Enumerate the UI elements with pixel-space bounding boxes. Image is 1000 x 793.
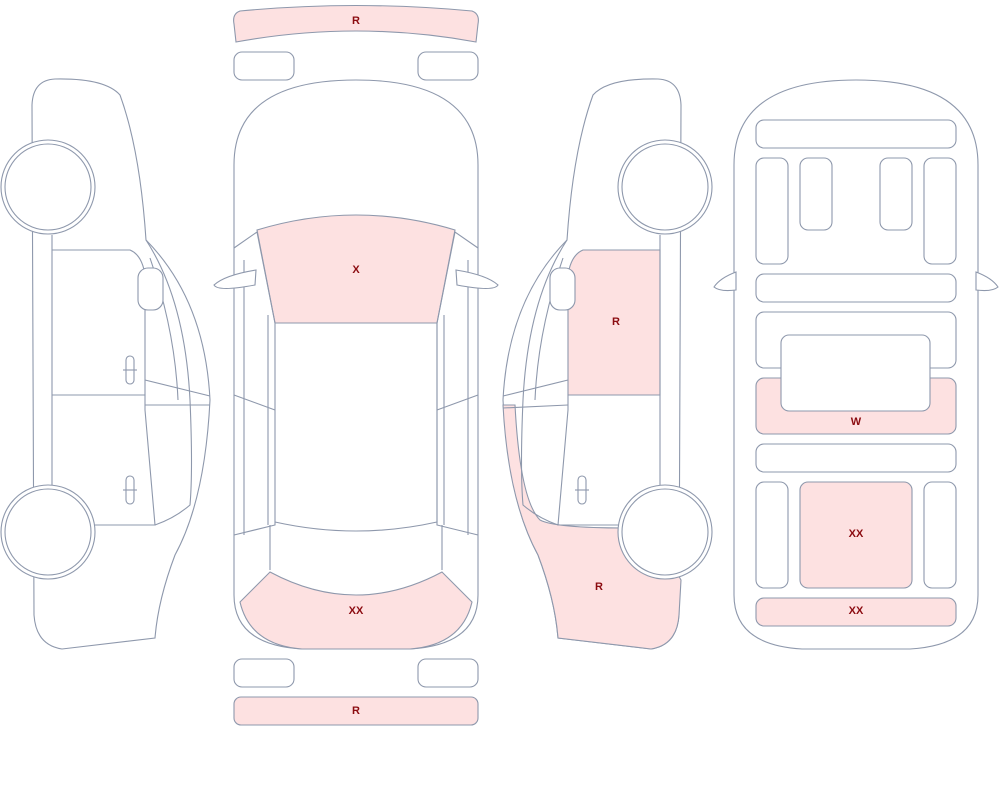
right-rear-door-outline [557,394,660,526]
right-front-wheel-inner [621,143,709,231]
interior-trunk-label: XX [849,605,864,617]
driver-seat [799,157,833,231]
left-mirror [137,267,164,311]
right-front-wheel-outer [617,139,713,235]
right-rear-quarter-label: R [595,581,603,593]
rear-deck-line [269,525,443,570]
interior-floor-label: XX [849,528,864,540]
right-rear-wheel-inner [621,488,709,576]
right-front-door-label: R [612,316,620,328]
interior-floor-zone[interactable] [799,481,913,589]
rear-window-label: XX [349,605,364,617]
right-b-pillar [436,394,479,411]
rear-bumper-label: R [352,705,360,717]
rear-seat-label: W [851,416,862,428]
dashboard [755,119,957,149]
rear-headrest-panel [780,334,931,412]
right-mirror-line-2 [502,404,569,409]
rear-shelf [755,443,957,473]
front-right-headlight [417,51,479,81]
top-right-mirror [455,269,499,290]
front-left-headlight [233,51,295,81]
center-console [755,273,957,303]
rear-left-taillight [233,658,295,688]
front-bumper-label: R [352,15,360,27]
front-right-door-panel [923,157,957,265]
rear-bumper-zone[interactable] [233,696,479,726]
interior-view: W XX XX [713,79,999,650]
left-mirror-line-1 [144,379,211,397]
right-rear-wheel-outer [617,484,713,580]
left-rear-door-outline [52,394,156,526]
rear-right-taillight [417,658,479,688]
left-front-wheel-inner [4,143,92,231]
right-windshield-curve [520,239,568,526]
left-side-view [0,78,211,650]
windshield-zone[interactable] [256,214,456,324]
right-mirror [549,267,576,311]
left-rear-wheel-inner [4,488,92,576]
rear-left-trim [755,481,789,589]
front-left-door-panel [755,157,789,265]
right-side-view: R R [502,78,713,650]
interior-right-mirror [975,271,999,292]
left-windshield-curve [145,239,193,526]
top-body-outline [233,79,479,650]
passenger-seat [879,157,913,231]
windshield-label: X [352,264,360,276]
front-bumper-zone[interactable] [233,4,479,43]
left-front-wheel-outer [0,139,96,235]
rear-window-zone[interactable] [239,571,473,650]
roof-panel [274,322,438,532]
top-view: R X XX R [213,4,499,726]
rear-right-trim [923,481,957,589]
left-b-pillar [233,394,276,411]
top-left-mirror [213,269,257,290]
left-rear-wheel-outer [0,484,96,580]
right-mirror-line-1 [502,379,569,397]
interior-left-mirror [713,271,737,292]
interior-trunk-zone[interactable] [755,597,957,627]
